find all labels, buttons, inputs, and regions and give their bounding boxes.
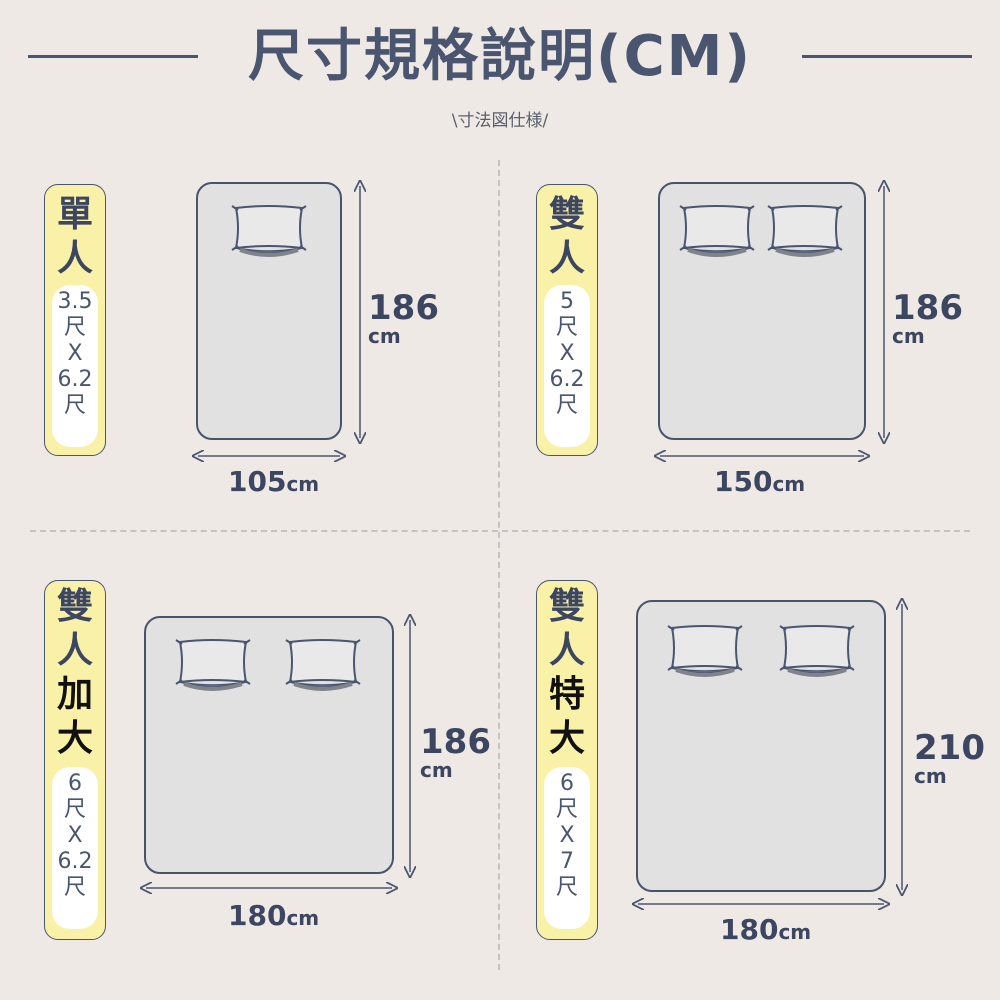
bed-name-char: 單 <box>56 194 93 235</box>
length-value: 186 <box>368 288 439 328</box>
size-char: 尺 <box>555 315 578 340</box>
width-unit: cm <box>772 472 806 496</box>
bed-size-box: 3.5 尺 X 6.2 尺 <box>52 285 98 447</box>
bed-name-char: 加 <box>56 674 93 715</box>
length-value: 186 <box>420 722 491 762</box>
vertical-divider <box>498 160 500 970</box>
size-char: 尺 <box>555 393 578 418</box>
length-unit: cm <box>368 324 401 348</box>
width-unit: cm <box>778 920 812 944</box>
width-label-single: 105cm <box>228 464 319 500</box>
size-char: 6.2 <box>57 367 93 392</box>
length-unit: cm <box>420 758 453 782</box>
size-char: 尺 <box>63 393 86 418</box>
width-unit: cm <box>286 906 320 930</box>
title-rule-left <box>28 55 198 58</box>
bed-size-box: 5 尺 X 6.2 尺 <box>544 285 590 447</box>
size-char: 7 <box>560 849 574 874</box>
size-char: 6.2 <box>549 367 585 392</box>
size-char: X <box>67 341 83 366</box>
bed-label-queen: 雙 人 加 大 6 尺 X 6.2 尺 <box>44 580 106 940</box>
width-label-queen: 180cm <box>228 898 319 934</box>
pillow-icon <box>666 624 744 677</box>
size-char: 尺 <box>555 797 578 822</box>
length-label-king: 210 cm <box>914 730 985 786</box>
pillow-icon <box>230 204 308 257</box>
bed-label-single: 單 人 3.5 尺 X 6.2 尺 <box>44 184 106 456</box>
size-char: 6 <box>68 771 82 796</box>
length-label-double: 186 cm <box>892 290 963 346</box>
pillow-icon <box>766 204 844 257</box>
pillow-icon <box>174 638 252 691</box>
width-label-king: 180cm <box>720 912 811 948</box>
bed-label-double: 雙 人 5 尺 X 6.2 尺 <box>536 184 598 456</box>
bed-size-box: 6 尺 X 7 尺 <box>544 767 590 929</box>
bed-name-char: 雙 <box>548 194 585 235</box>
length-label-queen: 186 cm <box>420 724 491 780</box>
size-char: X <box>559 823 575 848</box>
pillow-icon <box>678 204 756 257</box>
length-unit: cm <box>914 764 947 788</box>
bed-name-char: 大 <box>56 718 93 759</box>
bed-name-char: 人 <box>56 630 93 671</box>
length-value: 210 <box>914 728 985 768</box>
pillow-icon <box>284 638 362 691</box>
pillow-icon <box>778 624 856 677</box>
horizontal-divider <box>30 530 970 532</box>
size-char: X <box>559 341 575 366</box>
width-unit: cm <box>286 472 320 496</box>
size-char: 5 <box>560 289 574 314</box>
bed-name-char: 雙 <box>56 586 93 627</box>
bed-size-box: 6 尺 X 6.2 尺 <box>52 767 98 929</box>
width-value: 105 <box>228 465 287 498</box>
width-value: 180 <box>720 913 779 946</box>
size-char: 尺 <box>555 875 578 900</box>
size-char: 尺 <box>63 797 86 822</box>
width-value: 180 <box>228 899 287 932</box>
bed-name-char: 特 <box>548 674 585 715</box>
length-unit: cm <box>892 324 925 348</box>
title-rule-right <box>802 55 972 58</box>
size-char: 尺 <box>63 875 86 900</box>
size-char: 6.2 <box>57 849 93 874</box>
size-char: 3.5 <box>57 289 93 314</box>
bed-name-char: 人 <box>56 238 93 279</box>
length-value: 186 <box>892 288 963 328</box>
size-char: 尺 <box>63 315 86 340</box>
length-label-single: 186 cm <box>368 290 439 346</box>
page-subtitle: \寸法図仕様/ <box>451 111 549 131</box>
bed-name-char: 人 <box>548 238 585 279</box>
width-value: 150 <box>714 465 773 498</box>
bed-label-king: 雙 人 特 大 6 尺 X 7 尺 <box>536 580 598 940</box>
width-label-double: 150cm <box>714 464 805 500</box>
page-title: 尺寸規格說明(CM) <box>247 24 752 89</box>
bed-name-char: 人 <box>548 630 585 671</box>
size-char: 6 <box>560 771 574 796</box>
bed-name-char: 雙 <box>548 586 585 627</box>
bed-name-char: 大 <box>548 718 585 759</box>
size-char: X <box>67 823 83 848</box>
